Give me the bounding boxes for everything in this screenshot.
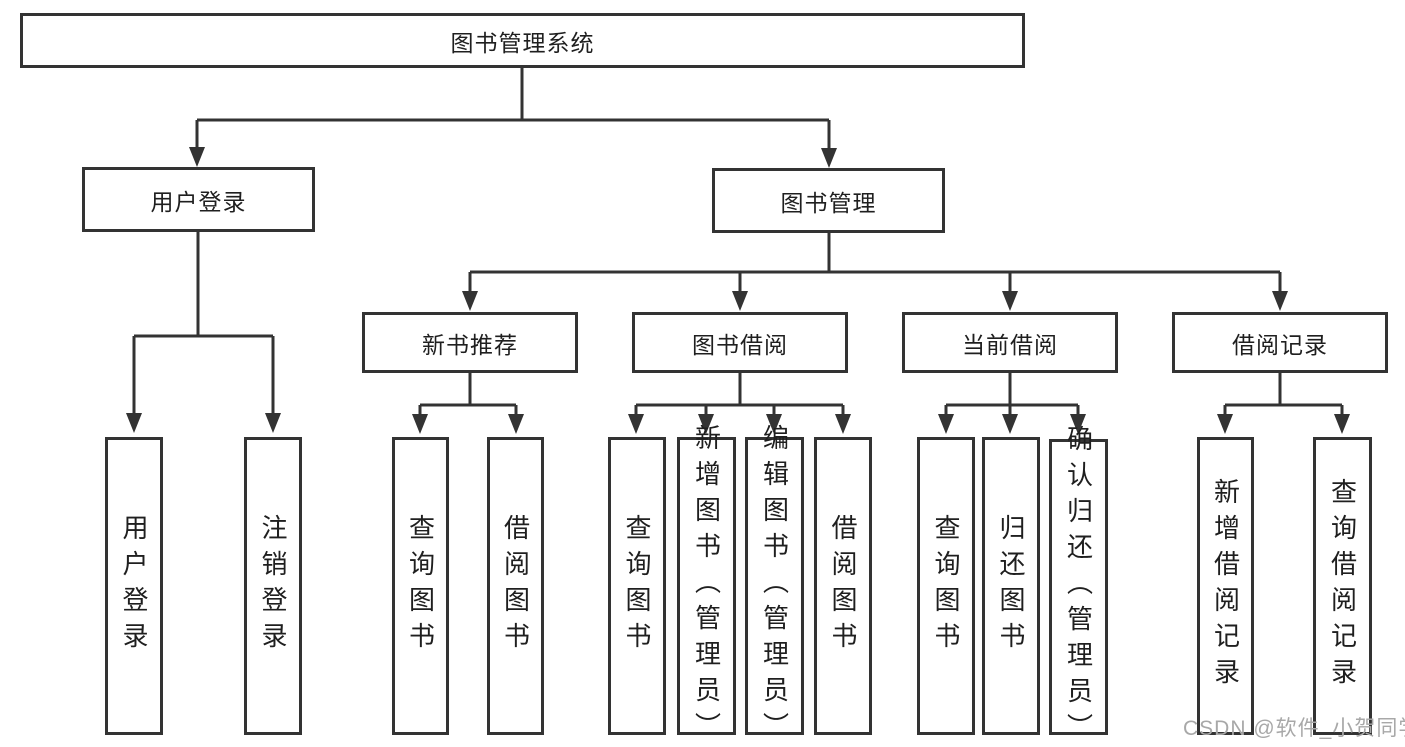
leaf-add-book-admin: 新增图书（管理员） [677,424,736,747]
leaf-query-books-borrow-label: 查询图书 [622,514,652,658]
connector-book-management-children [462,233,1288,311]
leaf-edit-book-admin-label: 编辑图书（管理员） [759,424,790,747]
node-current-borrowing-label: 当前借阅 [962,331,1058,358]
node-new-books-label: 新书推荐 [422,331,518,358]
leaf-user-login-label: 用户登录 [119,514,149,658]
leaf-confirm-return-admin-label: 确认归还（管理员） [1063,425,1094,747]
leaf-borrow-books: 借阅图书 [814,437,872,735]
leaf-add-borrow-record-label: 新增借阅记录 [1210,478,1241,694]
leaf-query-books-borrow: 查询图书 [608,437,666,735]
arrowhead [766,414,782,434]
node-user-login: 用户登录 [82,167,315,232]
connector-user-login-children [126,232,281,433]
arrowhead [1272,291,1288,311]
arrowhead [508,414,524,434]
node-root: 图书管理系统 [20,13,1025,68]
leaf-logout: 注销登录 [244,437,302,735]
node-book-management: 图书管理 [712,168,945,233]
arrowhead [821,148,837,168]
node-root-label: 图书管理系统 [450,29,595,56]
leaf-user-login: 用户登录 [105,437,163,735]
leaf-add-book-admin-label: 新增图书（管理员） [691,424,722,747]
connector-borrow-records-children [1217,373,1350,434]
connector-book-borrowing-children [628,373,851,434]
connector-current-borrowing-children [938,373,1086,434]
arrowhead [1217,414,1233,434]
leaf-borrow-books-new: 借阅图书 [487,437,544,735]
node-borrow-records: 借阅记录 [1172,312,1388,373]
arrowhead [1070,414,1086,434]
leaf-borrow-books-new-label: 借阅图书 [500,514,531,658]
leaf-query-books-current: 查询图书 [917,437,975,735]
leaf-logout-label: 注销登录 [258,514,288,658]
arrowhead [835,414,851,434]
connector-root-to-level2 [189,68,837,168]
arrowhead [412,414,428,434]
arrowhead [265,413,281,433]
leaf-return-books-label: 归还图书 [996,514,1026,658]
arrowhead [1334,414,1350,434]
leaf-query-books-current-label: 查询图书 [931,514,961,658]
leaf-confirm-return-admin: 确认归还（管理员） [1049,425,1108,747]
arrowhead [1002,291,1018,311]
arrowhead [189,147,205,167]
arrowhead [462,291,478,311]
arrowhead [938,414,954,434]
arrowhead [628,414,644,434]
arrowhead [698,414,714,434]
leaf-query-books-new: 查询图书 [392,437,449,735]
arrowhead [1002,414,1018,434]
node-book-management-label: 图书管理 [780,189,877,216]
leaf-query-borrow-record: 查询借阅记录 [1313,437,1372,735]
leaf-borrow-books-label: 借阅图书 [828,514,858,658]
arrowhead [126,413,142,433]
node-user-login-label: 用户登录 [150,188,247,215]
leaf-edit-book-admin: 编辑图书（管理员） [745,424,804,747]
arrowhead [732,291,748,311]
node-book-borrowing-label: 图书借阅 [692,331,788,358]
leaf-query-books-new-label: 查询图书 [405,514,436,658]
connector-new-books-children [412,373,524,434]
node-current-borrowing: 当前借阅 [902,312,1118,373]
leaf-return-books: 归还图书 [982,437,1040,735]
node-new-books: 新书推荐 [362,312,578,373]
node-book-borrowing: 图书借阅 [632,312,848,373]
leaf-add-borrow-record: 新增借阅记录 [1197,437,1254,735]
csdn-watermark: CSDN @软件_小贺同学 [1183,717,1405,740]
leaf-query-borrow-record-label: 查询借阅记录 [1327,478,1358,694]
node-borrow-records-label: 借阅记录 [1232,331,1328,358]
